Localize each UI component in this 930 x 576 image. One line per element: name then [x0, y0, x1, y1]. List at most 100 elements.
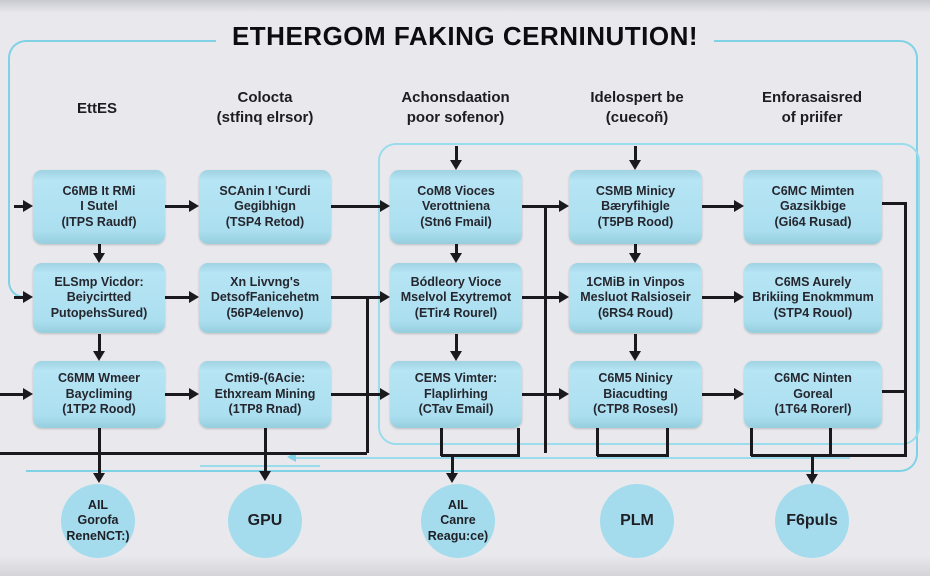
connector-line-h: [701, 393, 737, 396]
connector-line-h: [597, 454, 669, 457]
connector-line-v: [455, 146, 458, 163]
arrowhead-down-icon: [450, 160, 462, 170]
connector-line-h: [701, 205, 737, 208]
arrowhead-right-icon: [559, 388, 569, 400]
arrowhead-right-icon: [23, 388, 33, 400]
arrowhead-right-icon: [734, 388, 744, 400]
connector-line-v: [750, 428, 753, 456]
flow-box-r1c3: CoM8 Vioces Verottniena (Stn6 Fmail): [390, 170, 522, 244]
box-line: (56P4elenvo): [226, 305, 304, 320]
box-line: (CTP8 Rosesl): [593, 402, 678, 417]
box-line: C6MB It RMi: [62, 183, 136, 198]
box-line: Flaplirhing: [424, 386, 488, 401]
box-line: CSMB Minicy: [595, 183, 676, 198]
flow-box-r1c1: C6MB It RMi I Sutel (ITPS Raudf): [33, 170, 165, 244]
box-line: PutopehsSured): [50, 305, 148, 320]
box-line: Beiycirtted: [66, 290, 132, 305]
arrowhead-right-icon: [380, 291, 390, 303]
box-line: CEMS Vimter:: [414, 371, 498, 386]
header-line: (stfinq elrsor): [216, 108, 314, 126]
box-line: Bæryfihigle: [601, 199, 670, 214]
header-line: Idelospert be: [590, 89, 684, 106]
box-line: (1T64 Rorerl): [774, 402, 852, 417]
circle-ail-gorofa: AIL Gorofa ReneNCT:): [61, 484, 135, 558]
connector-line-v: [904, 203, 907, 456]
flow-box-r2c5: C6MS Aurely Brikiing Enokmmum (STP4 Rouo…: [744, 263, 882, 333]
box-line: Gazsikbige: [780, 199, 846, 214]
box-line: Biacudting: [603, 386, 668, 401]
arrowhead-down-icon: [450, 351, 462, 361]
flow-box-r1c4: CSMB Minicy Bæryfihigle (T5PB Rood): [569, 170, 702, 244]
box-line: (CTav Email): [418, 402, 494, 417]
box-line: Bódleory Vioce: [410, 274, 502, 289]
box-line: C6M5 Ninicy: [598, 371, 673, 386]
flow-box-r2c4: 1CMiB in Vinpos Mesluot Ralsioseir (6RS4…: [569, 263, 702, 333]
connector-line-v: [451, 456, 454, 475]
arrowhead-right-icon: [380, 388, 390, 400]
box-line: Mesluot Ralsioseir: [580, 290, 691, 305]
connector-line-h: [165, 296, 191, 299]
box-line: ELSmp Vicdor:: [54, 274, 144, 289]
circle-line: AIL: [447, 498, 469, 513]
column-header-3: Achonsdaation poor sofenor): [363, 88, 548, 127]
arrowhead-down-icon: [93, 473, 105, 483]
flow-box-r3c2: Cmti9-(6Acie: Ethxream Mining (1TP8 Rnad…: [199, 361, 331, 428]
connector-line-v: [98, 244, 101, 256]
connector-line-h: [441, 454, 520, 457]
box-line: (Gi64 Rusad): [774, 214, 852, 229]
circle-gpu: GPU: [228, 484, 302, 558]
circle-line: Canre: [440, 513, 476, 528]
outer-frame-left-edge: [8, 40, 30, 298]
arrowhead-down-icon: [806, 474, 818, 484]
flow-box-r2c1: ELSmp Vicdor: Beiycirtted PutopehsSured): [33, 263, 165, 333]
circle-line: GPU: [247, 512, 283, 530]
circle-line: Gorofa: [77, 513, 119, 528]
circle-line: F6puls: [786, 512, 838, 530]
arrowhead-right-icon: [23, 200, 33, 212]
connector-line-v: [634, 244, 637, 256]
circle-line: PLM: [620, 512, 654, 530]
box-line: DetsofFanicehetm: [210, 290, 320, 305]
connector-line-h: [881, 202, 907, 205]
box-line: (ETir4 Rourel): [414, 305, 498, 320]
connector-line-v: [98, 334, 101, 354]
box-line: C6MM Wmeer: [58, 371, 140, 386]
arrowhead-down-icon: [629, 253, 641, 263]
arrowhead-down-icon: [93, 351, 105, 361]
connector-line-v: [829, 428, 832, 456]
connector-line-h: [0, 393, 26, 396]
box-line: 1CMiB in Vinpos: [586, 274, 685, 289]
arrowhead-right-icon: [189, 388, 199, 400]
connector-line-v: [440, 428, 443, 456]
box-line: (Stn6 Fmail): [420, 214, 492, 229]
arrowhead-down-icon: [446, 473, 458, 483]
arrowhead-right-icon: [189, 200, 199, 212]
column-header-1: EttES: [27, 99, 167, 119]
header-line: Colocta: [237, 89, 293, 106]
flow-box-r2c2: Xn Livvng's DetsofFanicehetm (56P4elenvo…: [199, 263, 331, 333]
box-line: Xn Livvng's: [230, 274, 300, 289]
connector-line-v: [544, 207, 547, 453]
connector-line-v: [455, 334, 458, 354]
connector-line-h: [521, 205, 562, 208]
flow-box-r3c4: C6M5 Ninicy Biacudting (CTP8 Rosesl): [569, 361, 702, 428]
box-line: (T5PB Rood): [597, 214, 674, 229]
box-line: Verottniena: [421, 199, 491, 214]
arrowhead-down-icon: [450, 253, 462, 263]
circle-line: AIL: [87, 498, 109, 513]
header-line: of priifer: [781, 108, 843, 126]
connector-line-h: [521, 393, 562, 396]
box-line: CoM8 Vioces: [417, 183, 495, 198]
flow-box-r1c5: C6MC Mimten Gazsikbige (Gi64 Rusad): [744, 170, 882, 244]
flow-box-r2c3: Bódleory Vioce Mselvol Exytremot (ETir4 …: [390, 263, 522, 333]
arrowhead-down-icon: [259, 471, 271, 481]
box-line: (6RS4 Roud): [598, 305, 673, 320]
column-header-5: Enforasaisred of priifer: [722, 88, 902, 127]
arrowhead-right-icon: [734, 200, 744, 212]
arrowhead-right-icon: [189, 291, 199, 303]
cyan-arrowhead-icon: [287, 452, 296, 462]
inner-frame-border: [378, 143, 920, 445]
cyan-line: [290, 457, 850, 459]
box-line: I Sutel: [80, 199, 118, 214]
